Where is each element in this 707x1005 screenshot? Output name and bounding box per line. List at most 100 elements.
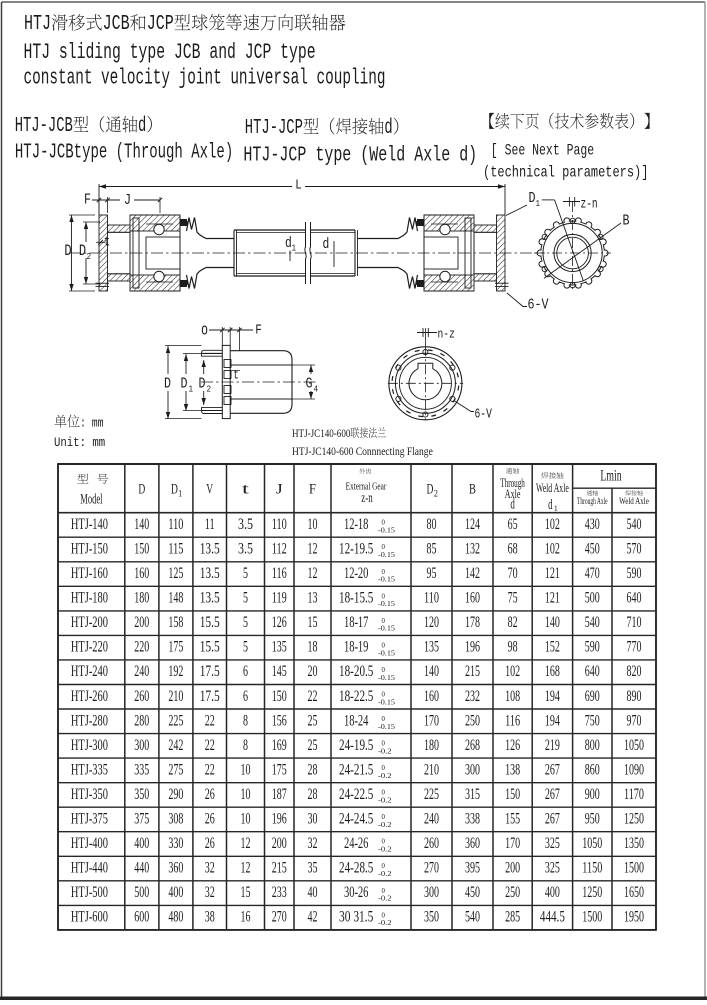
svg-text:350: 350 [134,786,149,803]
svg-text:210: 210 [424,761,439,778]
svg-text:0: 0 [382,567,386,576]
svg-text:12: 12 [241,860,251,877]
svg-text:J: J [124,192,131,208]
svg-text:-0.2: -0.2 [378,771,392,780]
svg-text:0: 0 [382,788,386,797]
svg-text:124: 124 [465,516,480,533]
svg-text:Lmin: Lmin [600,466,621,484]
svg-text:HTJ-JCBtype (Through Axle): HTJ-JCBtype (Through Axle) [15,141,233,164]
svg-text:-0.2: -0.2 [378,894,392,903]
svg-text:0: 0 [382,542,386,551]
svg-text:0: 0 [382,591,386,600]
svg-text:1350: 1350 [624,835,644,852]
svg-text:HTJ-350: HTJ-350 [71,786,108,803]
svg-text:15: 15 [241,884,251,901]
svg-text:430: 430 [585,516,600,533]
svg-text:24-24.5: 24-24.5 [339,811,374,828]
svg-text:250: 250 [465,712,480,729]
svg-text:640: 640 [627,590,642,607]
svg-text:-0.2: -0.2 [378,845,392,854]
svg-text:170: 170 [505,835,520,852]
svg-text:242: 242 [168,737,183,754]
svg-text:194: 194 [545,712,560,729]
svg-text:22: 22 [205,737,215,754]
svg-text:1050: 1050 [582,835,602,852]
svg-text:225: 225 [168,712,183,729]
svg-text:0: 0 [382,837,386,846]
svg-text:110: 110 [272,516,287,533]
svg-text:200: 200 [272,835,287,852]
svg-text:HTJ: HTJ [24,12,51,36]
svg-text:135: 135 [424,639,439,656]
svg-text:HTJ-240: HTJ-240 [71,663,108,680]
svg-text:400: 400 [545,884,560,901]
svg-text:26: 26 [205,786,215,803]
svg-text:120: 120 [424,614,439,631]
svg-text:17.5: 17.5 [200,663,220,680]
svg-text:11: 11 [205,516,215,533]
svg-text:d: d [548,497,553,513]
svg-text:-0.2: -0.2 [378,796,392,805]
svg-text:267: 267 [545,786,560,803]
svg-text:10: 10 [241,786,251,803]
svg-text:HTJ-260: HTJ-260 [71,688,108,705]
svg-text:HTJ-280: HTJ-280 [71,712,108,729]
svg-text:102: 102 [545,516,560,533]
svg-text:140: 140 [424,663,439,680]
svg-text:-0.15: -0.15 [378,526,395,535]
svg-text:10: 10 [241,811,251,828]
svg-text:: mm: : mm [80,416,104,431]
svg-text:280: 280 [134,712,149,729]
svg-text:HTJ-140: HTJ-140 [71,516,108,533]
svg-text:267: 267 [545,811,560,828]
svg-text:HTJ-600: HTJ-600 [71,909,108,926]
svg-text:0: 0 [382,616,386,625]
svg-text:200: 200 [505,860,520,877]
svg-text:HTJ-375: HTJ-375 [71,811,108,828]
svg-text:12: 12 [308,541,318,558]
svg-text:110: 110 [424,590,439,607]
svg-text:178: 178 [465,614,480,631]
svg-text:G: G [305,376,312,393]
svg-text:2: 2 [434,488,438,498]
svg-text:540: 540 [465,909,480,926]
svg-text:138: 138 [505,761,520,778]
svg-text:Axle: Axle [505,487,521,501]
svg-text:450: 450 [465,884,480,901]
svg-text:0: 0 [382,518,386,527]
svg-text:18-19: 18-19 [344,639,369,656]
svg-text:215: 215 [272,860,287,877]
svg-text:d: d [510,497,515,513]
svg-text:HTJ-JCB: HTJ-JCB [15,115,73,139]
svg-text:1250: 1250 [582,884,602,901]
svg-text:240: 240 [134,663,149,680]
svg-text:175: 175 [272,761,287,778]
svg-text:152: 152 [545,639,560,656]
svg-text:270: 270 [272,909,287,926]
svg-text:108: 108 [505,688,520,705]
svg-text:5: 5 [243,614,248,631]
svg-text:1150: 1150 [582,860,602,877]
svg-text:15.5: 15.5 [200,639,220,656]
svg-text:160: 160 [424,688,439,705]
svg-text:350: 350 [424,909,439,926]
svg-text:85: 85 [427,541,437,558]
svg-text:Weld Axle: Weld Axle [619,496,649,506]
svg-text:155: 155 [505,811,520,828]
svg-text:24-21.5: 24-21.5 [339,761,374,778]
svg-text:d: d [285,235,292,252]
svg-text:-0.15: -0.15 [378,722,395,731]
svg-text:HTJ-440: HTJ-440 [71,860,108,877]
svg-text:d: d [138,115,146,139]
svg-text:140: 140 [545,614,560,631]
svg-text:126: 126 [505,737,520,754]
svg-text:119: 119 [272,590,287,607]
svg-text:HTJ-150: HTJ-150 [71,541,108,558]
svg-text:196: 196 [465,639,480,656]
svg-text:t: t [104,234,110,250]
svg-text:116: 116 [505,712,520,729]
svg-text:HTJ-400: HTJ-400 [71,835,108,852]
svg-text:168: 168 [545,663,560,680]
svg-text:360: 360 [168,860,183,877]
svg-text:68: 68 [508,541,518,558]
